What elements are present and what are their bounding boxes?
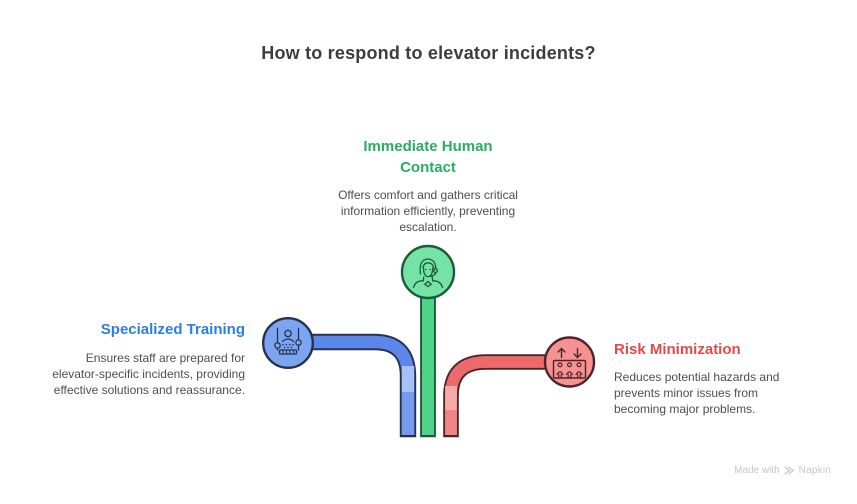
branch-description-risk-minimization: Reduces potential hazards and prevents m… (614, 370, 780, 417)
training-tube (288, 333, 417, 438)
training-sliders-person-icon (274, 327, 302, 355)
elevator-passengers-icon (552, 347, 587, 379)
made-with-napkin: Made with Napkin (734, 465, 831, 476)
branch-description-specialized-training: Ensures staff are prepared for elevator-… (52, 351, 245, 398)
branch-description-immediate-human-contact: Offers comfort and gathers critical info… (338, 188, 518, 234)
training-node-circle (262, 317, 315, 370)
contact-node (400, 244, 456, 300)
page-title: How to respond to elevator incidents? (261, 43, 596, 63)
napkin-brand-label: Napkin (798, 465, 831, 476)
branch-heading-risk-minimization: Risk Minimization (614, 341, 741, 358)
training-node (262, 317, 315, 370)
risk-node (543, 336, 596, 388)
made-with-label: Made with (734, 465, 780, 476)
risk-tube (443, 354, 569, 438)
branch-heading-immediate-human-contact: Immediate Human Contact (363, 138, 493, 176)
risk-node-circle (543, 336, 596, 388)
branch-heading-specialized-training: Specialized Training (100, 321, 245, 338)
contact-node-circle (400, 244, 456, 300)
napkin-logo-icon (784, 466, 794, 475)
operator-headset-icon (412, 258, 444, 289)
